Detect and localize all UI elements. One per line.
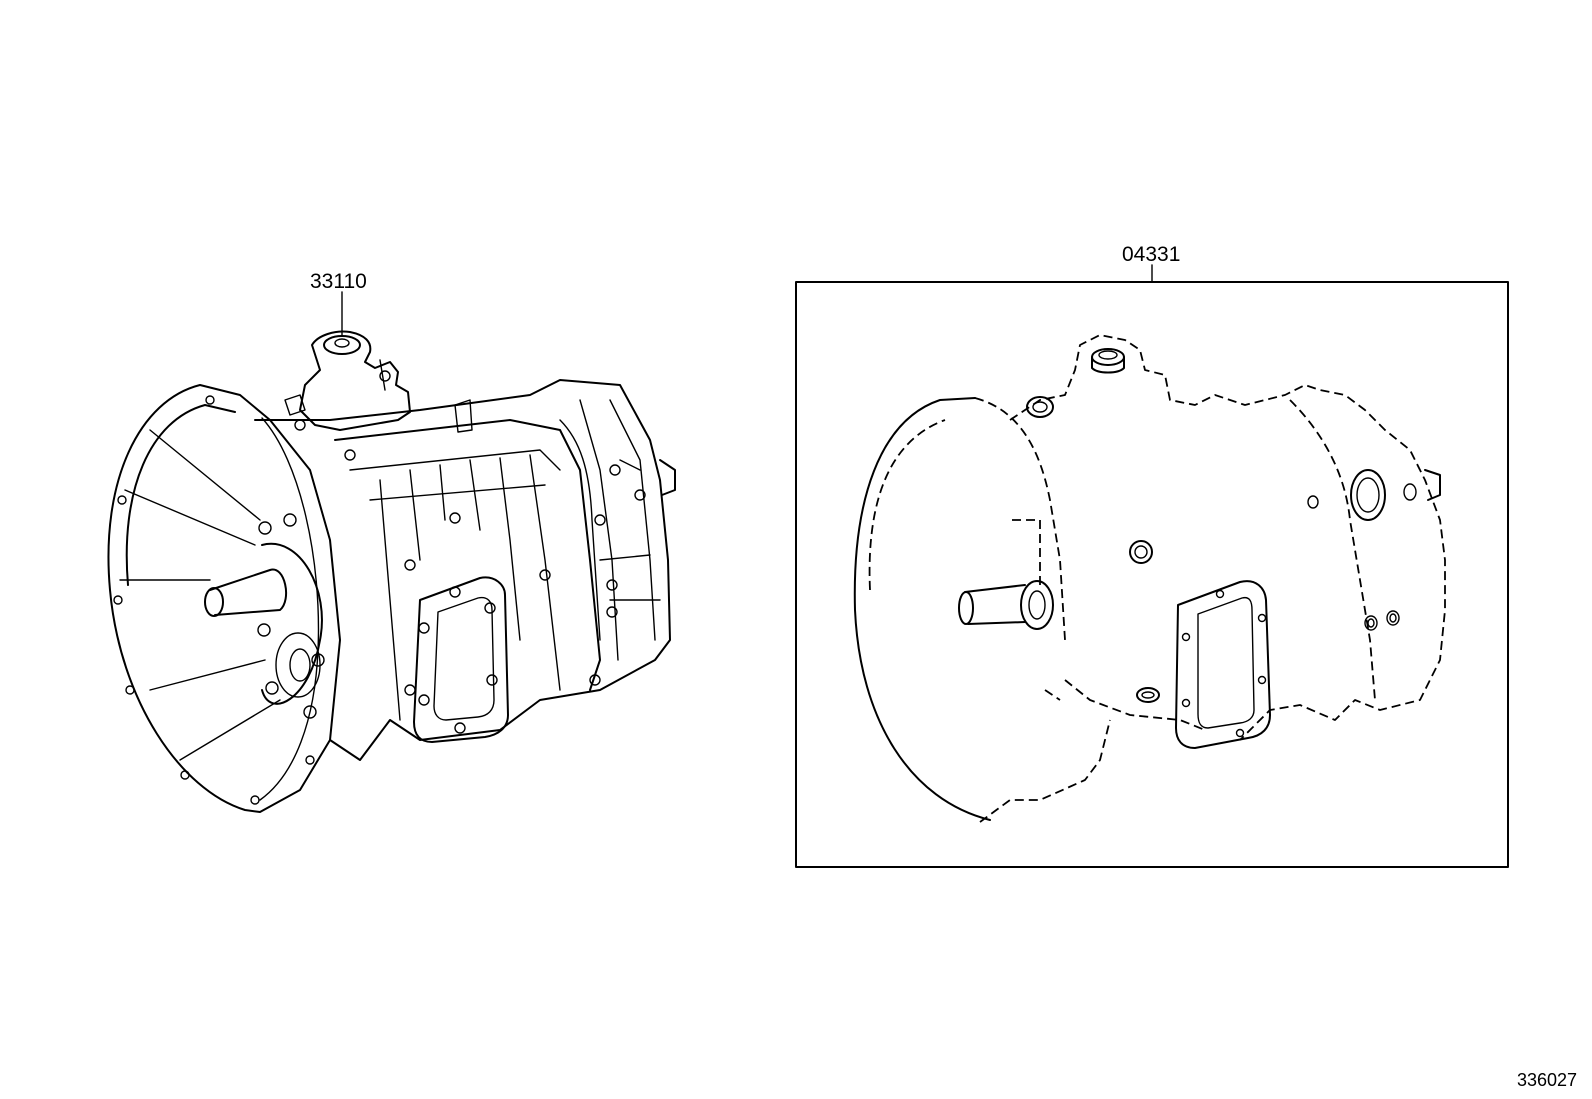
part-number-label-04331[interactable]: 04331	[1122, 243, 1180, 266]
gasket-kit-drawing[interactable]	[853, 334, 1446, 823]
part-number-label-33110[interactable]: 33110	[310, 270, 367, 293]
gasket-kit-box	[795, 281, 1509, 868]
figure-number: 336027	[1517, 1070, 1577, 1090]
transmission-assembly-drawing[interactable]	[107, 291, 676, 813]
